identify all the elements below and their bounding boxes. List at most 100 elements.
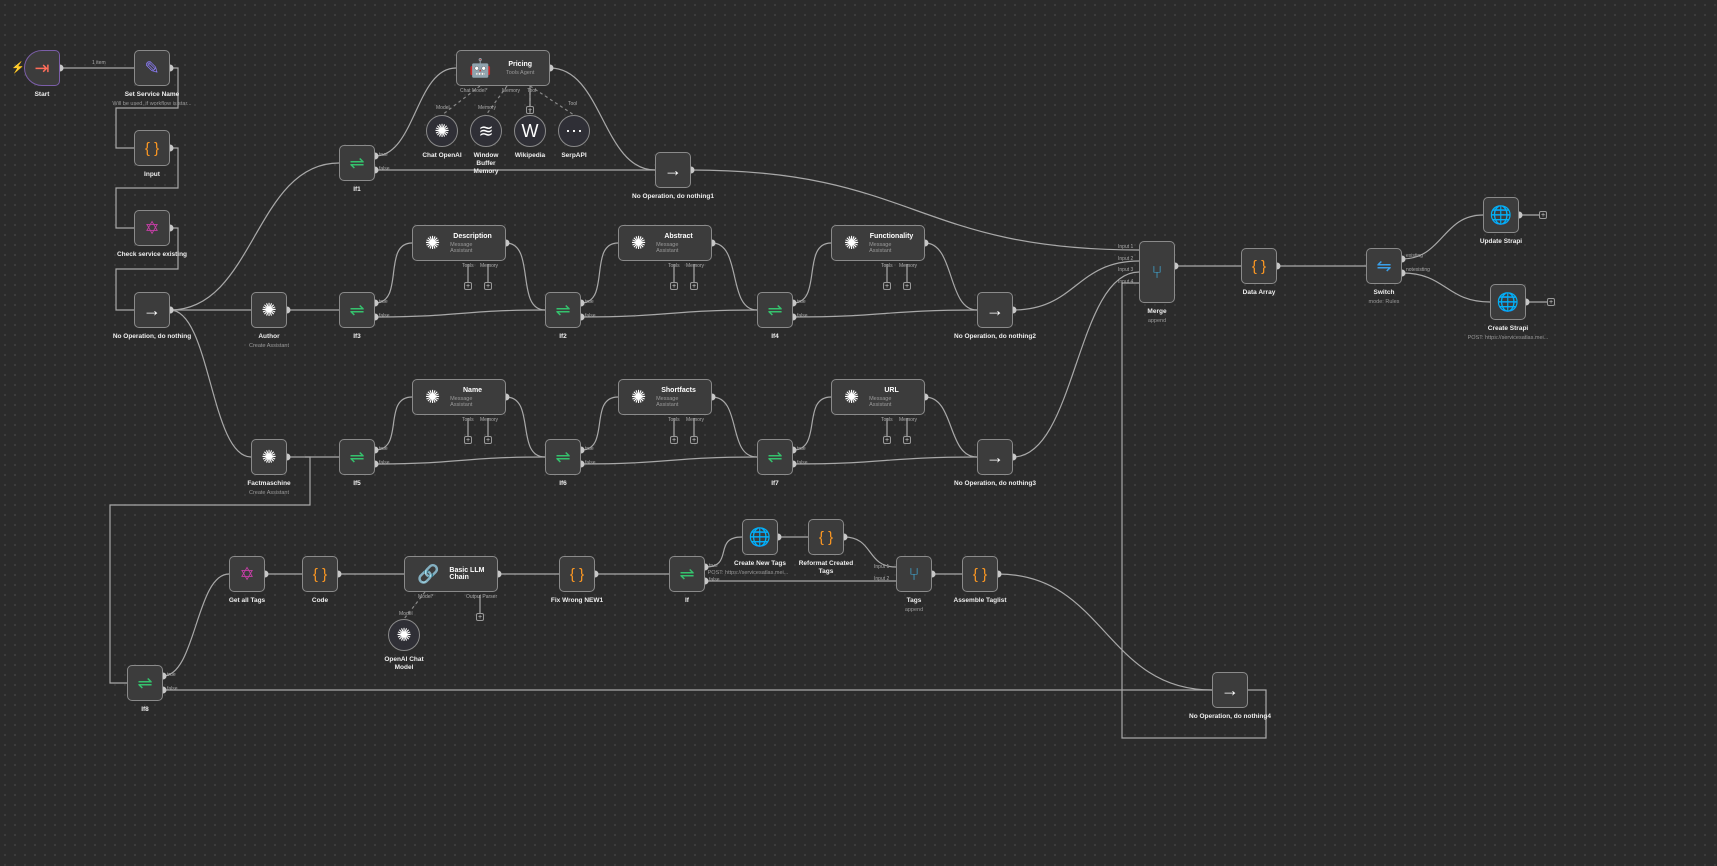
add-node-button[interactable]: + — [1547, 298, 1555, 306]
node-author[interactable]: ✺ — [251, 292, 287, 328]
add-subnode-button[interactable]: + — [464, 282, 472, 290]
node-reformat[interactable]: { } — [808, 519, 844, 555]
node-wikipedia[interactable]: W — [514, 115, 546, 147]
add-subnode-button[interactable]: + — [883, 282, 891, 290]
connection[interactable] — [115, 147, 179, 229]
connection[interactable] — [374, 456, 546, 465]
node-if2[interactable]: ⇌ — [545, 292, 581, 328]
connection[interactable] — [1401, 214, 1484, 260]
connection[interactable] — [792, 309, 978, 318]
connection[interactable] — [580, 396, 619, 451]
node-factmaschine[interactable]: ✺ — [251, 439, 287, 475]
node-noop1[interactable]: → — [655, 152, 691, 188]
node-if3[interactable]: ⇌ — [339, 292, 375, 328]
node-start[interactable]: ⇥ — [24, 50, 60, 86]
add-node-button[interactable]: + — [1539, 211, 1547, 219]
connection[interactable] — [162, 573, 230, 677]
node-if7[interactable]: ⇌ — [757, 439, 793, 475]
connection[interactable] — [843, 536, 897, 568]
connection[interactable] — [924, 396, 978, 458]
node-setname[interactable]: ✎ — [134, 50, 170, 86]
connection[interactable] — [1012, 271, 1140, 458]
node-if[interactable]: ⇌ — [669, 556, 705, 592]
node-chatopenai[interactable]: ✺ — [426, 115, 458, 147]
add-subnode-button[interactable]: + — [484, 282, 492, 290]
port-label-input1: Input 1 — [874, 564, 890, 570]
node-create[interactable]: 🌐 — [1490, 284, 1526, 320]
node-update[interactable]: 🌐 — [1483, 197, 1519, 233]
connection[interactable] — [792, 396, 832, 451]
add-subnode-button[interactable]: + — [690, 436, 698, 444]
node-switch[interactable]: ⇋ — [1366, 248, 1402, 284]
add-subnode-button[interactable]: + — [476, 613, 484, 621]
connection[interactable] — [109, 456, 311, 684]
connection[interactable] — [997, 573, 1213, 691]
connection[interactable] — [549, 67, 656, 171]
connection[interactable] — [1401, 272, 1491, 303]
add-subnode-button[interactable]: + — [670, 282, 678, 290]
add-subnode-button[interactable]: + — [903, 436, 911, 444]
add-subnode-button[interactable]: + — [690, 282, 698, 290]
connection[interactable] — [169, 309, 252, 458]
node-serpapi[interactable]: ⋯ — [558, 115, 590, 147]
connection[interactable] — [529, 85, 575, 116]
node-noop3[interactable]: → — [977, 439, 1013, 475]
add-subnode-button[interactable]: + — [670, 436, 678, 444]
connection[interactable] — [374, 67, 457, 157]
node-llm[interactable]: 🔗Basic LLM Chain — [404, 556, 498, 592]
connection[interactable] — [580, 242, 619, 304]
connection[interactable] — [792, 242, 832, 304]
add-subnode-button[interactable]: + — [484, 436, 492, 444]
connection[interactable] — [711, 242, 758, 311]
connection[interactable] — [1012, 260, 1140, 311]
node-if1[interactable]: ⇌ — [339, 145, 375, 181]
connection[interactable] — [704, 536, 743, 568]
node-if6[interactable]: ⇌ — [545, 439, 581, 475]
connection[interactable] — [690, 169, 1140, 251]
connection[interactable] — [580, 309, 758, 318]
connection[interactable] — [505, 242, 546, 311]
connection[interactable] — [580, 456, 758, 465]
node-fixwrong[interactable]: { } — [559, 556, 595, 592]
connection[interactable] — [374, 242, 413, 304]
add-subnode-button[interactable]: + — [903, 282, 911, 290]
connection[interactable] — [924, 242, 978, 311]
node-getalltags[interactable]: ✡ — [229, 556, 265, 592]
node-merge[interactable]: ⑂ — [1139, 241, 1175, 303]
node-if4[interactable]: ⇌ — [757, 292, 793, 328]
add-subnode-button[interactable]: + — [883, 436, 891, 444]
connection[interactable] — [169, 162, 340, 311]
connection[interactable] — [711, 396, 758, 458]
node-tags[interactable]: ⑂ — [896, 556, 932, 592]
connection[interactable] — [115, 227, 179, 311]
node-check[interactable]: ✡ — [134, 210, 170, 246]
node-if5[interactable]: ⇌ — [339, 439, 375, 475]
add-subnode-button[interactable]: + — [526, 106, 534, 114]
node-if8[interactable]: ⇌ — [127, 665, 163, 701]
node-assemble[interactable]: { } — [962, 556, 998, 592]
node-openaichat[interactable]: ✺ — [388, 619, 420, 651]
add-subnode-button[interactable]: + — [464, 436, 472, 444]
node-code[interactable]: { } — [302, 556, 338, 592]
connection[interactable] — [792, 456, 978, 465]
node-dataarray[interactable]: { } — [1241, 248, 1277, 284]
node-input[interactable]: { } — [134, 130, 170, 166]
connection[interactable] — [115, 67, 179, 149]
connection[interactable] — [374, 309, 546, 318]
node-memory[interactable]: ≋ — [470, 115, 502, 147]
node-createtags[interactable]: 🌐 — [742, 519, 778, 555]
connection[interactable] — [505, 396, 546, 458]
node-noop[interactable]: → — [134, 292, 170, 328]
node-noop4[interactable]: → — [1212, 672, 1248, 708]
connection[interactable] — [1121, 282, 1267, 739]
connection[interactable] — [441, 85, 481, 116]
connection[interactable] — [374, 396, 413, 451]
node-noop2[interactable]: → — [977, 292, 1013, 328]
